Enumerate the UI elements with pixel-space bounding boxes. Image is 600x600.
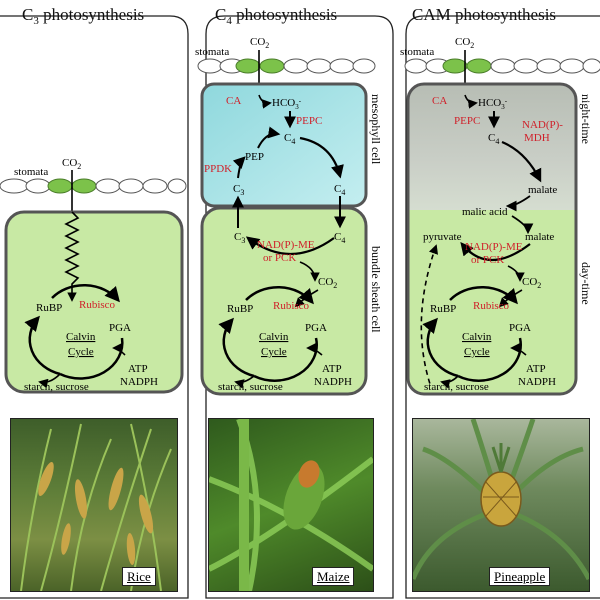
gluconeogenesis-dashed-arrow	[420, 244, 438, 385]
c3-label-mid: C3	[233, 183, 244, 197]
nadph-label-cam: NADPH	[518, 376, 556, 388]
atp-label-cam: ATP	[526, 363, 546, 375]
malic-acid-label: malic acid	[462, 206, 508, 218]
pga-label-c4: PGA	[305, 322, 327, 334]
stomata-label-cam: stomata	[400, 46, 434, 58]
night-time-label: night-time	[579, 94, 593, 144]
cam-night-zone	[408, 84, 576, 210]
c4-label-bundle: C4	[334, 231, 345, 245]
malate-label-night: malate	[528, 184, 557, 196]
stomata-label-c4: stomata	[195, 46, 229, 58]
panel-cam: CAM photosynthesis stomata CO2 CA HCO3- …	[400, 5, 600, 599]
maize-photo	[208, 418, 374, 592]
rubisco-label-cam: Rubisco	[473, 300, 510, 312]
or-pck-label-cam: or PCK	[471, 254, 504, 266]
panel-c3: C3 photosynthesis stomata CO2 Rubisco Ru…	[0, 5, 189, 599]
co2-bundle-label: CO2	[318, 276, 337, 290]
mesophyll-side-label: mesophyll cell	[369, 94, 383, 165]
nadph-label: NADPH	[120, 376, 158, 388]
pineapple-caption: Pineapple	[489, 567, 551, 586]
rubp-label: RuBP	[36, 302, 62, 314]
rubp-label-c4: RuBP	[227, 303, 253, 315]
atp-label: ATP	[128, 363, 148, 375]
c4-label-mid: C4	[334, 183, 345, 197]
co2-day-label: CO2	[522, 276, 541, 290]
stomata-label: stomata	[14, 166, 48, 178]
co2-label-c4: CO2	[250, 36, 269, 50]
maize-caption: Maize	[312, 567, 355, 586]
pineapple-photo	[412, 418, 590, 592]
starch-label: starch, sucrose	[24, 381, 89, 393]
calvin-label-c4: Calvin	[259, 331, 289, 343]
co2-label: CO2	[62, 157, 81, 171]
calvin-label: Calvin	[66, 331, 96, 343]
nadp-mdh-label-2: MDH	[524, 132, 550, 144]
atp-label-c4: ATP	[322, 363, 342, 375]
guard-cell-left	[47, 178, 73, 194]
day-time-label: day-time	[579, 262, 593, 305]
ca-label: CA	[226, 95, 241, 107]
mesophyll-cell	[200, 82, 368, 208]
pyruvate-label: pyruvate	[423, 231, 462, 243]
bundle-sheath-cell	[200, 206, 368, 396]
panel-cam-frame	[405, 15, 600, 599]
c4-label-cam: C4	[488, 132, 499, 146]
cycle-label: Cycle	[68, 346, 94, 358]
co2-label-cam: CO2	[455, 36, 474, 50]
bundle-sheath-side-label: bundle sheath cell	[369, 246, 383, 333]
rubisco-label-c4: Rubisco	[273, 300, 310, 312]
pepc-label-cam: PEPC	[454, 115, 480, 127]
c3-mesophyll-cell	[4, 210, 184, 394]
cam-cell	[406, 82, 578, 396]
nadp-me-label: NAD(P)-ME	[257, 239, 315, 251]
panel-cam-title: CAM photosynthesis	[412, 5, 556, 24]
ppdk-label: PPDK	[204, 163, 232, 175]
pepc-label: PEPC	[296, 115, 322, 127]
starch-label-c4: starch, sucrose	[218, 381, 283, 393]
cycle-label-cam: Cycle	[464, 346, 490, 358]
rubp-label-cam: RuBP	[430, 303, 456, 315]
hco3-label-cam: HCO3-	[478, 97, 508, 111]
panel-c4-title: C4 photosynthesis	[215, 5, 337, 27]
c3-label-bundle: C3	[234, 231, 245, 245]
panel-c3-frame	[0, 15, 189, 599]
pep-label: PEP	[245, 151, 264, 163]
rice-plant-illustration	[20, 423, 172, 591]
nadp-me-label-cam: NAD(P)-ME	[465, 241, 523, 253]
pga-label-cam: PGA	[509, 322, 531, 334]
ca-label-cam: CA	[432, 95, 447, 107]
maize-plant-illustration	[209, 419, 373, 591]
panel-c3-title: C3 photosynthesis	[22, 5, 144, 27]
rice-photo	[10, 418, 178, 592]
cycle-label-c4: Cycle	[261, 346, 287, 358]
leaf-epidermis	[0, 178, 187, 194]
nadp-mdh-label-1: NAD(P)-	[522, 119, 563, 131]
calvin-label-cam: Calvin	[462, 331, 492, 343]
co2-diffusion-arrow	[64, 211, 80, 302]
panel-c4-frame	[205, 15, 394, 599]
leaf-epidermis-cam	[404, 58, 600, 74]
pga-label: PGA	[109, 322, 131, 334]
or-pck-label: or PCK	[263, 252, 296, 264]
panel-c4: C4 photosynthesis stomata CO2 CA HCO3- P…	[195, 5, 394, 599]
pineapple-plant-illustration	[413, 419, 589, 581]
leaf-epidermis-c4	[197, 58, 376, 74]
hco3-label: HCO3-	[272, 97, 302, 111]
rice-caption: Rice	[122, 567, 156, 586]
nadph-label-c4: NADPH	[314, 376, 352, 388]
guard-cell-right	[71, 178, 97, 194]
starch-label-cam: starch, sucrose	[424, 381, 489, 393]
rubisco-label: Rubisco	[79, 299, 116, 311]
c4-label-top: C4	[284, 132, 295, 146]
malate-label-day: malate	[525, 231, 554, 243]
